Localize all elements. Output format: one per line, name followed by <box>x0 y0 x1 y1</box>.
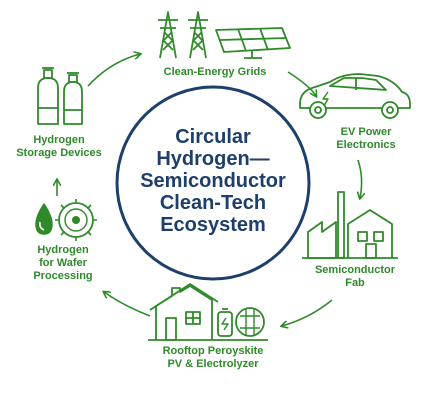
node-label-hydrogen-wafer-processing: Hydrogen for Wafer Processing <box>18 244 108 283</box>
node-label-line: Storage Devices <box>16 147 102 159</box>
cycle-arrows <box>57 54 362 326</box>
center-title: Circular Hydrogen— Semiconductor Clean-T… <box>120 126 306 236</box>
node-label-line: for Wafer <box>39 257 87 269</box>
electric-car-icon <box>299 73 411 119</box>
center-circle <box>115 85 311 281</box>
arrow-rooftop-to-wafer <box>104 292 151 317</box>
node-label-line: Electronics <box>336 139 396 151</box>
node-label-line: Hydrogen <box>37 244 89 256</box>
factory-icon <box>302 191 398 259</box>
node-label-hydrogen-storage-devices: Hydrogen Storage Devices <box>6 134 112 160</box>
center-title-line: Ecosystem <box>160 214 266 236</box>
arrow-grids-to-ev <box>287 71 316 96</box>
droplet-wafer-icon <box>35 199 97 241</box>
power-tower-solar-panel-icon <box>158 11 291 59</box>
node-label-line: Hydrogen <box>33 134 85 146</box>
gas-tanks-icon <box>37 67 83 125</box>
node-label-semiconductor-fab: Semiconductor Fab <box>300 264 410 290</box>
arrow-ev-to-fab <box>358 159 362 198</box>
node-label-line: PV & Electrolyzer <box>167 358 259 370</box>
node-label-line: Fab <box>345 277 365 289</box>
arrow-storage-to-grids <box>87 54 140 87</box>
node-label-line: Rooftop Peroyskite <box>162 345 264 357</box>
node-label-ev-power-electronics: EV Power Electronics <box>316 126 416 152</box>
node-label-line: Processing <box>33 270 93 282</box>
center-title-line: Circular <box>175 126 251 148</box>
node-label-rooftop-pv-electrolyzer: Rooftop Peroyskite PV & Electrolyzer <box>138 345 288 371</box>
node-label-clean-energy-grids: Clean-Energy Grids <box>140 66 290 79</box>
center-title-line: Hydrogen— <box>156 148 270 170</box>
arrow-fab-to-rooftop <box>282 299 333 326</box>
node-label-line: Semiconductor <box>314 264 396 276</box>
center-title-line: Clean-Tech <box>159 192 267 214</box>
house-battery-panel-icon <box>148 283 268 341</box>
node-label-line: EV Power <box>340 126 392 138</box>
center-title-line: Semiconductor <box>140 170 286 192</box>
node-label-line: Clean-Energy Grids <box>163 66 267 78</box>
